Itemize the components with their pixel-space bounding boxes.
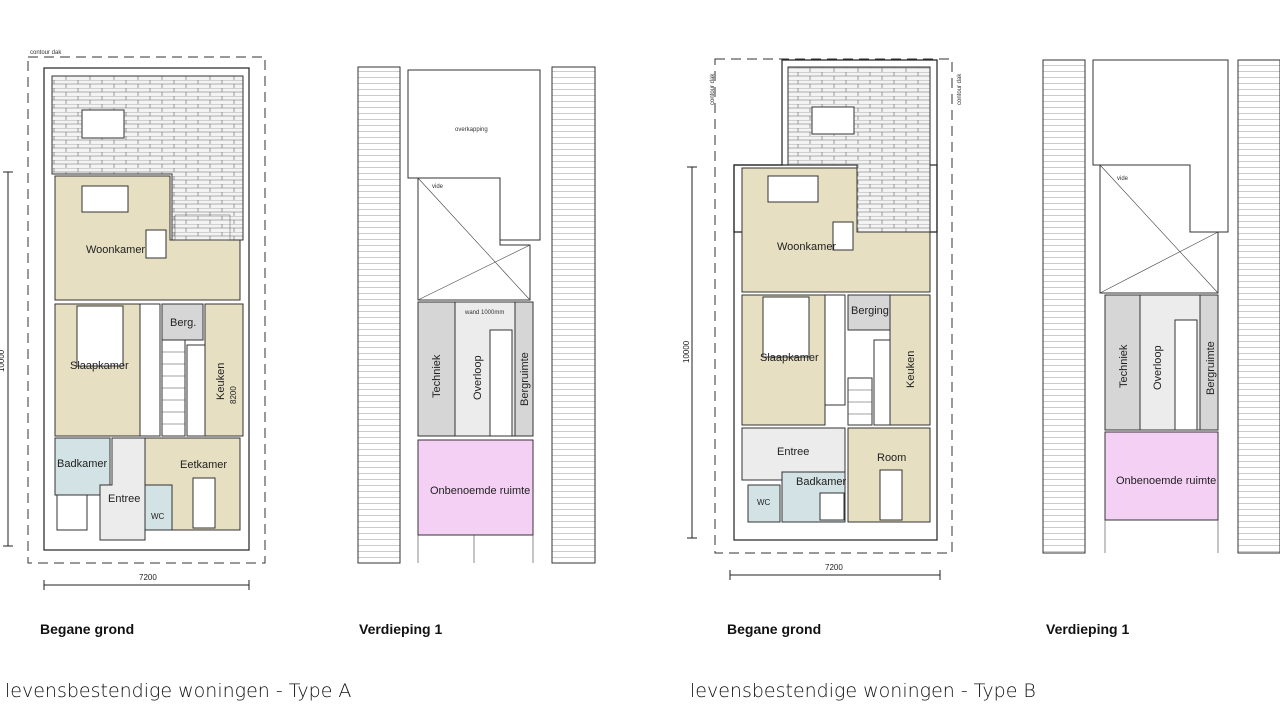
wardrobe bbox=[824, 294, 846, 406]
label-vide: vide bbox=[1117, 176, 1129, 182]
label-onbenoemde-ruimte: Onbenoemde ruimte bbox=[1116, 475, 1216, 487]
label-room: Room bbox=[877, 452, 906, 464]
caption-type-a-upper: Verdieping 1 bbox=[359, 621, 442, 637]
staircase bbox=[847, 377, 873, 426]
terrace-doors bbox=[174, 214, 231, 241]
dining-table bbox=[879, 469, 903, 521]
footer-type-a: levensbestendige woningen - Type A bbox=[5, 680, 351, 702]
building-outline bbox=[43, 67, 250, 551]
room-onbenoemde-ruimte bbox=[1104, 431, 1219, 521]
roof-contour bbox=[27, 56, 266, 564]
label-entree: Entree bbox=[777, 446, 809, 458]
bed bbox=[76, 305, 124, 367]
roof-left bbox=[357, 66, 401, 564]
dimension-line-width bbox=[43, 580, 250, 590]
label-berg: Berg. bbox=[170, 317, 196, 329]
room-bergruimte bbox=[1199, 294, 1219, 431]
label-keuken: Keuken bbox=[905, 351, 917, 388]
label-wand: wand 1000mm bbox=[464, 310, 504, 316]
storage-cabinet bbox=[56, 494, 88, 531]
terrace-table bbox=[811, 106, 855, 135]
sofa bbox=[81, 185, 129, 213]
label-woonkamer: Woonkamer bbox=[86, 244, 145, 256]
room-wc bbox=[747, 484, 781, 523]
armchair bbox=[145, 229, 167, 259]
footer-type-b: levensbestendige woningen - Type B bbox=[690, 680, 1036, 702]
dimension-line-depth bbox=[3, 171, 13, 547]
dimension-depth-label: 10000 bbox=[682, 340, 691, 363]
label-techniek: Techniek bbox=[1118, 344, 1130, 388]
label-keuken: Keuken bbox=[215, 363, 227, 400]
label-keuken-dimension: 8200 bbox=[229, 386, 238, 404]
shower bbox=[819, 492, 845, 521]
label-entree: Entree bbox=[108, 493, 140, 505]
dimension-width-label: 7200 bbox=[825, 563, 843, 572]
roof-right bbox=[551, 66, 596, 564]
type-b-upper-floor-plan: vide Techniek Overloop Bergruimte Onbeno… bbox=[1042, 59, 1280, 554]
label-vide: vide bbox=[432, 184, 444, 190]
kitchen-counter bbox=[186, 344, 206, 437]
dimension-depth-label: 10000 bbox=[0, 349, 6, 372]
contour-label-left: contour dak bbox=[710, 73, 716, 105]
label-bergruimte: Bergruimte bbox=[1205, 341, 1217, 395]
contour-label-right: contour dak bbox=[957, 73, 963, 105]
label-overloop: Overloop bbox=[1152, 345, 1164, 390]
room-bergruimte bbox=[514, 301, 534, 437]
room-techniek bbox=[1104, 294, 1141, 431]
caption-type-a-ground: Begane grond bbox=[40, 621, 134, 637]
staircase bbox=[489, 329, 513, 437]
label-woonkamer: Woonkamer bbox=[777, 241, 836, 253]
caption-type-b-ground: Begane grond bbox=[727, 621, 821, 637]
label-techniek: Techniek bbox=[431, 354, 443, 398]
label-berging: Berging bbox=[851, 305, 889, 317]
dining-table bbox=[192, 477, 216, 529]
label-overloop: Overloop bbox=[472, 355, 484, 400]
label-slaapkamer: Slaapkamer bbox=[760, 352, 819, 364]
label-badkamer: Badkamer bbox=[796, 476, 846, 488]
dimension-line-depth bbox=[687, 166, 697, 539]
label-badkamer: Badkamer bbox=[57, 458, 107, 470]
label-wc: WC bbox=[151, 512, 165, 521]
bed bbox=[762, 296, 810, 358]
label-eetkamer: Eetkamer bbox=[180, 459, 227, 471]
label-slaapkamer: Slaapkamer bbox=[70, 360, 129, 372]
type-b-ground-floor-plan: contour dak contour dak Woonkamer Slaapk… bbox=[682, 58, 963, 580]
armchair bbox=[832, 221, 854, 251]
room-berg bbox=[161, 303, 204, 341]
label-wc: WC bbox=[757, 498, 771, 507]
roof-contour bbox=[714, 58, 953, 554]
room-wc bbox=[144, 484, 173, 531]
label-overkapping: overkapping bbox=[455, 127, 488, 133]
room-berging bbox=[847, 294, 891, 331]
type-a-upper-floor-plan: overkapping vide Techniek wand 1000mm Ov… bbox=[357, 66, 596, 564]
roof-right bbox=[1237, 59, 1280, 554]
room-onbenoemde-ruimte bbox=[417, 439, 534, 536]
label-onbenoemde-ruimte: Onbenoemde ruimte bbox=[430, 485, 530, 497]
label-bergruimte: Bergruimte bbox=[519, 352, 531, 406]
room-keuken bbox=[889, 294, 931, 426]
contour-label: contour dak bbox=[30, 50, 62, 56]
kitchen-counter bbox=[873, 339, 891, 426]
room-keuken bbox=[204, 303, 244, 437]
wardrobe bbox=[139, 303, 161, 437]
roof-left bbox=[1042, 59, 1086, 554]
terrace-table bbox=[81, 109, 125, 139]
caption-type-b-upper: Verdieping 1 bbox=[1046, 621, 1129, 637]
type-a-ground-floor-plan: contour dak Woonkamer Slaapkamer Berg. K… bbox=[0, 50, 266, 590]
sofa bbox=[767, 175, 819, 203]
staircase bbox=[1174, 319, 1198, 431]
dimension-width-label: 7200 bbox=[139, 573, 157, 582]
dimension-line-width bbox=[729, 570, 941, 580]
